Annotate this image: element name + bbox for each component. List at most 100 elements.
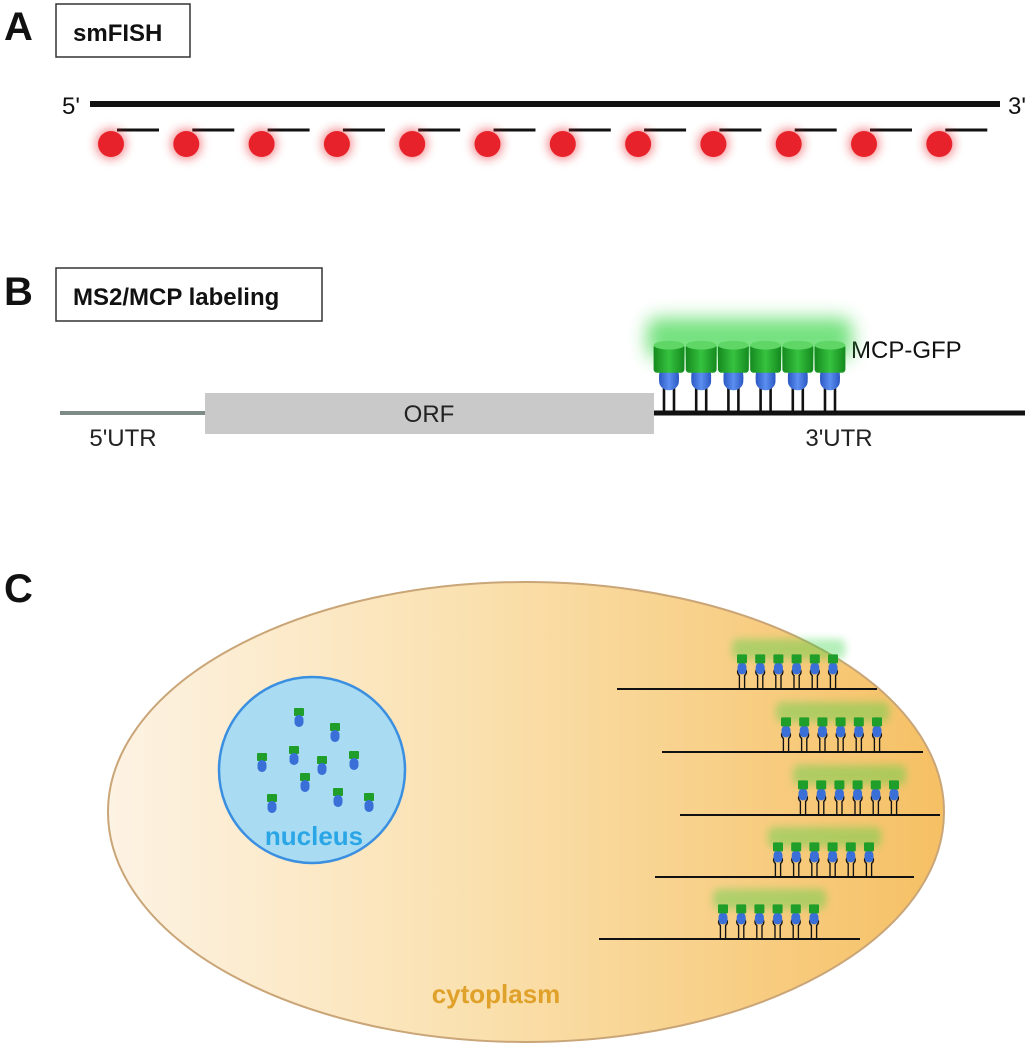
fluorophore-dot <box>323 131 350 157</box>
free-gfp <box>330 723 340 731</box>
fluorophore-dot <box>173 131 200 157</box>
mcp-protein <box>736 912 746 925</box>
free-mcp <box>257 760 267 772</box>
gfp-barrel <box>828 654 838 664</box>
fluorophore-dot <box>98 131 124 157</box>
five-prime-label: 5' <box>62 93 80 120</box>
gfp-barrel <box>781 717 791 727</box>
probe-group <box>96 128 988 159</box>
gfp-barrel <box>791 842 802 852</box>
fluorophore-dot <box>248 131 275 157</box>
mcp-protein <box>809 850 819 863</box>
free-gfp <box>294 708 304 716</box>
utr3-label: 3'UTR <box>805 425 872 452</box>
free-mcp <box>294 715 304 727</box>
free-gfp <box>300 773 310 781</box>
free-gfp <box>289 746 299 754</box>
mcp-protein <box>718 912 728 925</box>
ms2-construct <box>647 318 1025 416</box>
mcp-protein <box>799 725 809 738</box>
free-mcp <box>364 800 374 812</box>
mcp-protein <box>846 850 856 863</box>
mcp-protein <box>853 788 863 801</box>
orf-box <box>205 393 654 434</box>
gfp-barrel <box>817 717 828 727</box>
gfp-barrel <box>814 344 846 373</box>
fluorophore-dot <box>474 131 501 157</box>
gfp-barrel <box>791 654 802 664</box>
mcp-protein <box>791 850 801 863</box>
free-gfp <box>257 753 267 761</box>
free-mcp <box>330 730 340 742</box>
mcp-protein <box>872 725 882 738</box>
labeled-mrna <box>655 827 914 878</box>
gfp-barrel <box>872 717 882 727</box>
cytoplasm-label: cytoplasm <box>432 979 561 1009</box>
free-gfp <box>333 788 343 796</box>
gfp-barrel <box>853 717 864 727</box>
title-smfish: smFISH <box>73 20 162 47</box>
mcp-protein <box>791 912 801 925</box>
gfp-barrel <box>798 780 808 790</box>
free-gfp <box>317 756 327 764</box>
panel-letter-c: C <box>4 567 33 611</box>
mcp-protein <box>828 662 838 675</box>
orf-label: ORF <box>404 401 455 428</box>
fluorophore-dot <box>625 131 652 157</box>
labeled-mrna <box>617 639 877 690</box>
gfp-barrel <box>845 842 856 852</box>
mcp-protein <box>854 725 864 738</box>
utr5-label: 5'UTR <box>89 425 156 452</box>
free-mcp <box>349 758 359 770</box>
gfp-barrel <box>773 842 783 852</box>
gfp-barrel <box>653 344 685 373</box>
fluorophore-dot <box>851 131 877 157</box>
gfp-barrel-top <box>750 340 781 350</box>
gfp-barrel <box>809 904 819 914</box>
gfp-barrel-top <box>685 340 717 350</box>
nucleus <box>217 675 407 865</box>
fluorophore-dot <box>549 131 576 157</box>
free-mcp <box>317 763 327 775</box>
mcp-protein <box>798 788 808 801</box>
panel-letter-a: A <box>4 5 33 49</box>
gfp-barrel <box>889 780 899 790</box>
panel-letter-b: B <box>4 270 33 314</box>
mcp-protein <box>754 912 764 925</box>
fluorophore-dot <box>926 131 953 157</box>
gfp-barrel <box>750 344 781 373</box>
labeled-mrna <box>662 702 923 753</box>
title-box-a <box>55 3 191 58</box>
title-box-b <box>55 267 323 322</box>
panel-c: C nucleus cytoplasm <box>4 567 945 1043</box>
mcp-protein <box>755 662 765 675</box>
panel-a: A smFISH 5' 3' <box>4 3 1026 159</box>
mcp-protein <box>871 788 881 801</box>
gfp-glow <box>732 639 846 659</box>
free-mcp-group <box>257 708 374 813</box>
gfp-barrel <box>718 344 749 373</box>
free-gfp <box>364 793 374 801</box>
mcp-protein <box>817 725 827 738</box>
mcp-protein <box>773 850 783 863</box>
title-ms2-mcp: MS2/MCP labeling <box>73 284 279 311</box>
fluorophore-dot <box>399 131 426 157</box>
labeled-mrna-group <box>599 639 940 940</box>
gfp-glow <box>768 827 882 847</box>
gfp-barrel <box>870 780 881 790</box>
free-mcp <box>267 801 277 813</box>
gfp-barrel <box>827 842 838 852</box>
labeled-mrna <box>680 765 940 816</box>
mcp-protein <box>781 725 791 738</box>
gfp-barrel <box>864 842 874 852</box>
free-mcp <box>300 780 310 792</box>
mcp-protein <box>809 912 819 925</box>
nucleus-label: nucleus <box>265 821 363 851</box>
gfp-barrel <box>790 904 801 914</box>
free-mcp <box>333 795 343 807</box>
mcp-protein <box>816 788 826 801</box>
mcp-protein <box>773 912 783 925</box>
gfp-barrel-top <box>653 340 685 350</box>
gfp-barrel <box>799 717 810 727</box>
mcp-protein <box>792 662 802 675</box>
